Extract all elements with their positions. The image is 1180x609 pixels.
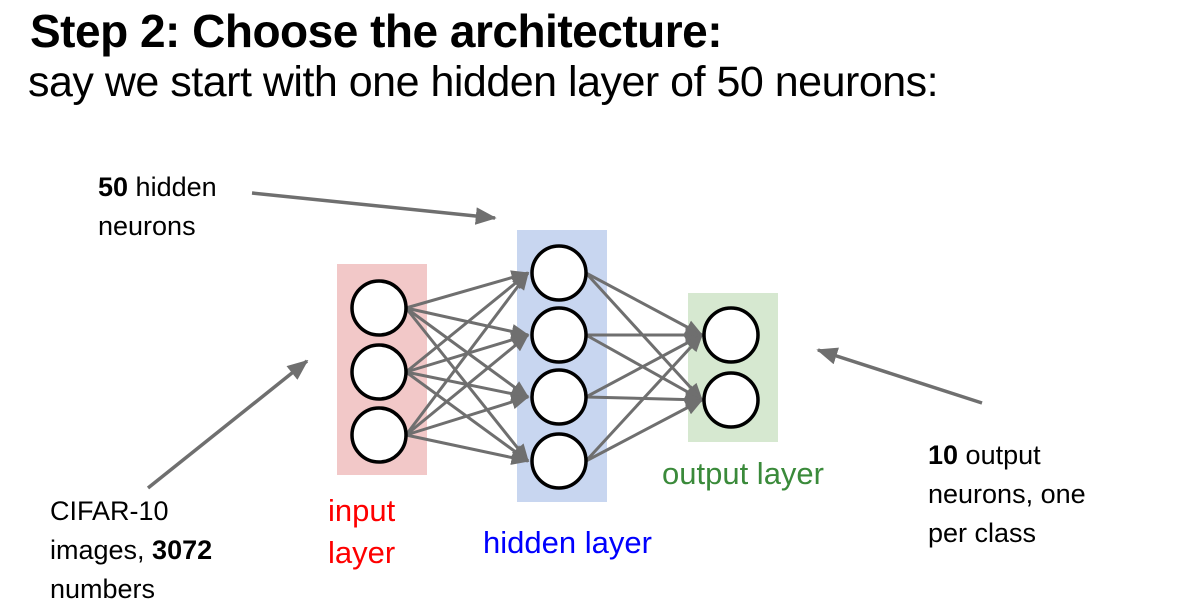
input-neuron: [350, 343, 408, 401]
hidden-neuron: [530, 306, 588, 364]
connection-arrow: [585, 398, 704, 463]
annotation-line: 10 output: [928, 436, 1086, 475]
annotation-hidden-neurons: 50 hidden neurons: [98, 168, 217, 246]
input-layer-label: input layer: [328, 490, 395, 574]
annotation-line: neurons, one: [928, 479, 1086, 509]
hidden-neuron: [530, 368, 588, 426]
input-neuron: [350, 279, 408, 337]
annotation-line: CIFAR-10: [50, 496, 169, 526]
connection-arrow: [404, 271, 530, 436]
input-layer-label-line: layer: [328, 535, 396, 570]
annotation-line: neurons: [98, 211, 196, 241]
connection-arrow: [405, 394, 530, 437]
annotation-output-neurons: 10 output neurons, one per class: [928, 436, 1086, 553]
output-count-value: 10: [928, 440, 959, 470]
hidden-layer-label: hidden layer: [483, 525, 652, 560]
pointer-arrow-hidden-neurons: [251, 191, 497, 225]
annotation-line: numbers: [50, 574, 156, 604]
slide-title: Step 2: Choose the architecture:: [30, 5, 723, 57]
annotation-input-description: CIFAR-10 images, 3072 numbers: [50, 492, 212, 609]
connection-arrow: [405, 433, 530, 465]
hidden-count-text: hidden: [128, 172, 217, 202]
connection-arrow: [584, 333, 704, 463]
output-neuron: [702, 371, 760, 429]
pointer-arrow-output-layer: [816, 347, 983, 405]
annotation-line: per class: [928, 518, 1037, 548]
annotation-line: images, 3072: [50, 531, 212, 570]
connection-arrow: [585, 333, 704, 399]
hidden-count-value: 50: [98, 172, 129, 202]
input-layer-label-line: input: [328, 493, 396, 528]
hidden-neuron: [530, 244, 588, 302]
pointer-arrow-input-layer: [146, 359, 309, 490]
connection-arrow: [585, 271, 704, 337]
connection-arrow: [405, 333, 530, 437]
input-neuron: [350, 406, 408, 464]
slide-subtitle: say we start with one hidden layer of 50…: [28, 58, 939, 106]
connection-arrow: [405, 271, 530, 374]
input-numbers-value: 3072: [152, 535, 213, 565]
connection-arrow: [405, 270, 530, 310]
output-layer-label: output layer: [662, 456, 824, 491]
annotation-line: 50 hidden: [98, 168, 217, 207]
output-count-text: output: [958, 440, 1041, 470]
output-neuron: [702, 306, 760, 364]
input-desc-text: images,: [50, 535, 153, 565]
hidden-neuron: [530, 432, 588, 490]
